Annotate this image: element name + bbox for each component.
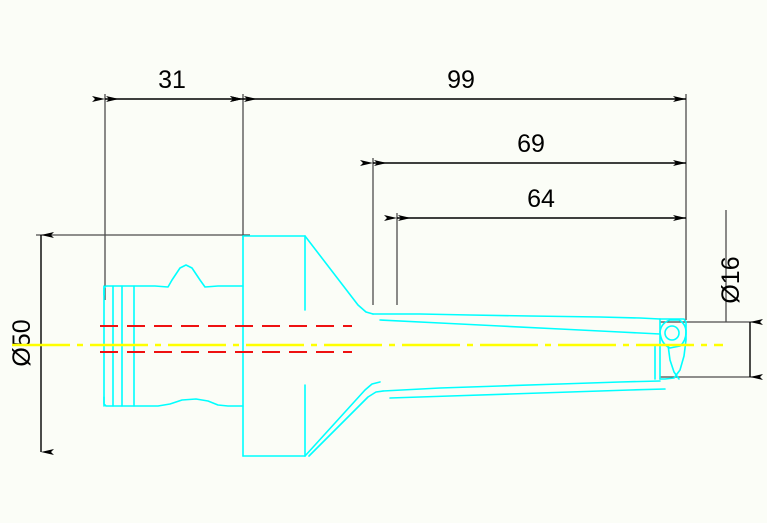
dim-arrowheads-extra (106, 96, 411, 221)
bar-top-edge-inner (379, 319, 661, 335)
dim-text-diameter-16: Ø16 (717, 256, 745, 303)
bar-top-edge-outer (372, 313, 661, 320)
bar-bottom-edge-outer (389, 388, 666, 399)
lower-taper-outer (304, 381, 381, 457)
bar-bottom-edge-inner (382, 380, 661, 392)
shank-bottom-profile (103, 396, 244, 407)
upper-taper (304, 235, 374, 315)
shank-top-profile (103, 264, 244, 296)
dim-text-31: 31 (158, 66, 186, 94)
dim-text-99: 99 (447, 66, 475, 94)
dimension-lines (40, 96, 763, 455)
dim-text-69: 69 (517, 130, 545, 158)
tool-head-flank (667, 344, 680, 380)
arrowhead-99-left (244, 96, 257, 102)
extension-lines (36, 94, 757, 378)
arrowhead-31-left (106, 96, 119, 102)
tool-head-outline (659, 318, 687, 380)
arrowhead-64-left (398, 215, 411, 221)
dim-text-64: 64 (527, 185, 555, 213)
insert-bore-hole (664, 325, 680, 341)
dim-text-diameter-50: Ø50 (8, 319, 36, 366)
dimension-texts: 31 99 69 64 Ø50 Ø16 (8, 66, 745, 367)
hidden-lines (100, 325, 352, 353)
arrowhead-69-left (374, 160, 387, 166)
lower-taper-inner (308, 390, 384, 457)
